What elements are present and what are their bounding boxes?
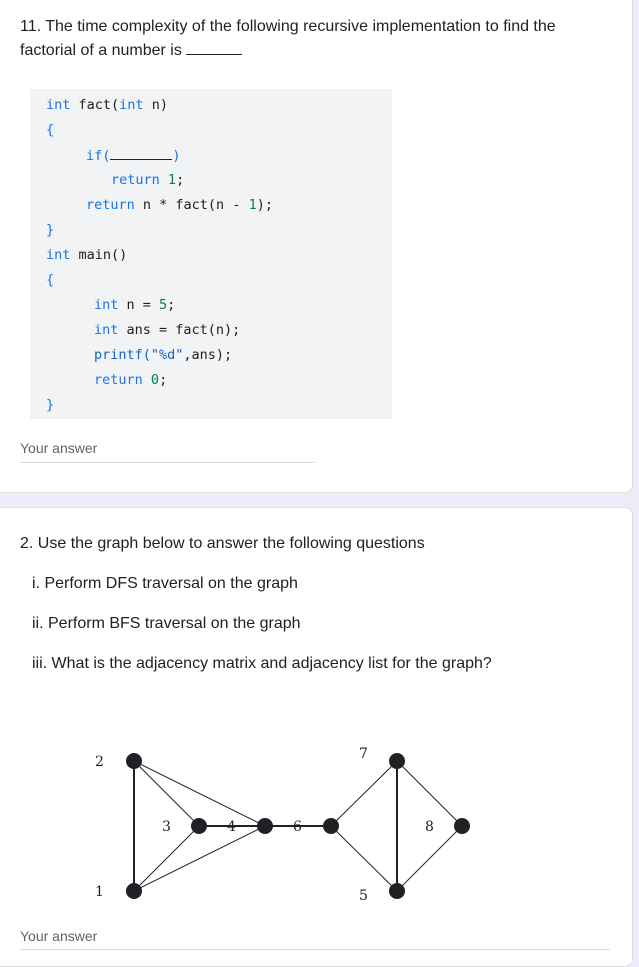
subquestion-adjacency: iii. What is the adjacency matrix and ad… bbox=[32, 655, 492, 672]
edge-label: 4 bbox=[227, 819, 236, 835]
code-line: } bbox=[46, 397, 55, 413]
graph-figure: 2 3 1 7 8 5 4 6 bbox=[95, 746, 470, 904]
graph-edge bbox=[133, 760, 200, 827]
graph-node-8 bbox=[454, 818, 470, 834]
title-blank bbox=[186, 40, 243, 55]
subquestion-dfs: i. Perform DFS traversal on the graph bbox=[32, 575, 298, 592]
code-line: return 1; bbox=[111, 172, 185, 188]
graph-edge bbox=[133, 825, 200, 892]
question-title: 11. The time complexity of the following… bbox=[20, 18, 556, 59]
code-line: return 0; bbox=[94, 372, 168, 388]
answer-input[interactable]: Your answer bbox=[20, 928, 98, 944]
question-title: 2. Use the graph below to answer the fol… bbox=[20, 535, 425, 552]
code-line: printf("%d",ans); bbox=[94, 347, 233, 363]
code-line: int n = 5; bbox=[94, 297, 176, 313]
answer-underline bbox=[20, 462, 315, 463]
graph-node-1 bbox=[126, 883, 142, 899]
graph-node-7 bbox=[389, 753, 405, 769]
node-label: 8 bbox=[425, 819, 434, 835]
graph-node-6 bbox=[323, 818, 339, 834]
graph-edge bbox=[133, 760, 266, 827]
node-label: 3 bbox=[162, 819, 171, 835]
code-line: if() bbox=[86, 147, 181, 164]
subquestion-bfs: ii. Perform BFS traversal on the graph bbox=[32, 615, 301, 632]
question-card-11: 11. The time complexity of the following… bbox=[0, 0, 633, 493]
answer-underline bbox=[20, 949, 610, 950]
code-block: int fact(int n) { if() return 1; return … bbox=[30, 89, 392, 419]
node-label: 2 bbox=[95, 754, 104, 770]
graph-edge bbox=[396, 760, 463, 827]
code-blank bbox=[110, 147, 173, 160]
code-line: } bbox=[46, 222, 55, 238]
graph-node-5 bbox=[389, 883, 405, 899]
edge-label: 6 bbox=[293, 819, 302, 835]
code-line: return n * fact(n - 1); bbox=[86, 197, 273, 213]
node-label: 5 bbox=[359, 888, 368, 904]
code-line: int fact(int n) bbox=[46, 97, 168, 113]
question-card-2: 2. Use the graph below to answer the fol… bbox=[0, 507, 633, 967]
graph-node-3 bbox=[191, 818, 207, 834]
code-line: int main() bbox=[46, 247, 128, 263]
graph-node-2 bbox=[126, 753, 142, 769]
graph-edge bbox=[330, 760, 398, 827]
graph-node-4 bbox=[257, 818, 273, 834]
code-line: { bbox=[46, 122, 55, 138]
code-line: { bbox=[46, 272, 55, 288]
code-line: int ans = fact(n); bbox=[94, 322, 241, 338]
graph-edge bbox=[133, 825, 266, 892]
graph-edge bbox=[330, 825, 398, 892]
graph-edge bbox=[396, 825, 463, 892]
answer-input[interactable]: Your answer bbox=[20, 440, 98, 456]
node-label: 7 bbox=[359, 746, 368, 762]
node-label: 1 bbox=[95, 884, 104, 900]
